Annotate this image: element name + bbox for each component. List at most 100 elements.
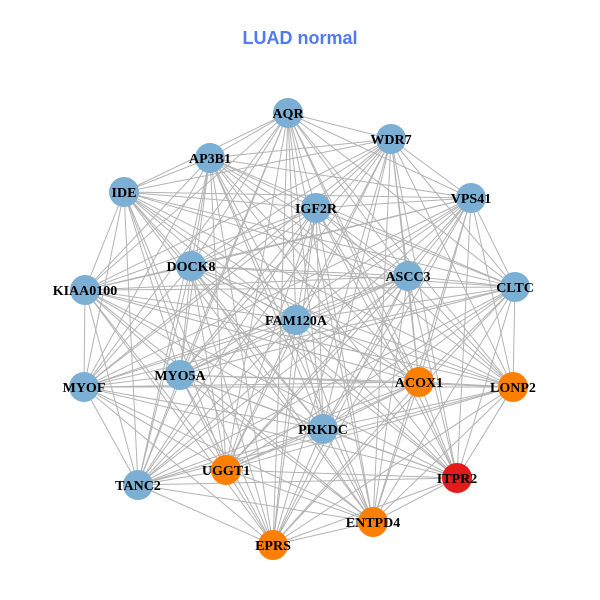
edge-MYOF-PRKDC bbox=[83, 386, 324, 430]
node-AQR[interactable]: AQR bbox=[272, 98, 304, 128]
node-label: WDR7 bbox=[370, 133, 411, 148]
edge-ASCC3-MYOF bbox=[83, 275, 409, 388]
edge-AP3B1-UGGT1 bbox=[209, 157, 227, 471]
edge-IGF2R-LONP2 bbox=[315, 207, 514, 388]
node-circle[interactable] bbox=[498, 372, 528, 402]
edge-AQR-EPRS bbox=[272, 112, 289, 546]
node-label: PRKDC bbox=[298, 423, 348, 438]
edge-IDE-ASCC3 bbox=[123, 191, 409, 277]
node-ASCC3[interactable]: ASCC3 bbox=[385, 261, 431, 291]
edges-layer bbox=[83, 112, 516, 546]
node-IDE[interactable]: IDE bbox=[109, 177, 139, 207]
node-circle[interactable] bbox=[281, 305, 311, 335]
edge-WDR7-VPS41 bbox=[390, 138, 472, 199]
edge-AQR-MYOF bbox=[83, 112, 289, 388]
node-circle[interactable] bbox=[456, 183, 486, 213]
edge-AP3B1-IDE bbox=[123, 157, 211, 193]
edge-IDE-KIAA0100 bbox=[84, 191, 125, 291]
edge-ACOX1-TANC2 bbox=[137, 381, 420, 486]
edge-ACOX1-LONP2 bbox=[418, 381, 514, 388]
node-DOCK8[interactable]: DOCK8 bbox=[167, 251, 216, 281]
node-ACOX1[interactable]: ACOX1 bbox=[395, 367, 443, 397]
node-MYOF[interactable]: MYOF bbox=[63, 372, 106, 402]
node-circle[interactable] bbox=[393, 261, 423, 291]
edge-CLTC-LONP2 bbox=[512, 286, 516, 388]
edge-WDR7-TANC2 bbox=[137, 138, 392, 486]
edge-LONP2-EPRS bbox=[272, 386, 514, 546]
node-WDR7[interactable]: WDR7 bbox=[370, 124, 412, 154]
edge-DOCK8-ITPR2 bbox=[190, 265, 458, 479]
edge-DOCK8-MYO5A bbox=[179, 265, 192, 376]
node-circle[interactable] bbox=[176, 251, 206, 281]
node-circle[interactable] bbox=[109, 177, 139, 207]
edge-WDR7-UGGT1 bbox=[225, 138, 392, 471]
node-circle[interactable] bbox=[358, 507, 388, 537]
edge-ASCC3-TANC2 bbox=[137, 275, 409, 486]
node-PRKDC[interactable]: PRKDC bbox=[298, 414, 348, 444]
node-circle[interactable] bbox=[404, 367, 434, 397]
node-EPRS[interactable]: EPRS bbox=[255, 530, 291, 560]
node-circle[interactable] bbox=[500, 272, 530, 302]
node-UGGT1[interactable]: UGGT1 bbox=[202, 455, 250, 485]
edge-IGF2R-CLTC bbox=[315, 207, 516, 288]
edge-IGF2R-MYO5A bbox=[179, 207, 317, 376]
edge-FAM120A-UGGT1 bbox=[225, 319, 297, 471]
edge-KIAA0100-LONP2 bbox=[84, 289, 514, 388]
edge-IGF2R-UGGT1 bbox=[225, 207, 317, 471]
node-IGF2R[interactable]: IGF2R bbox=[295, 193, 338, 223]
node-circle[interactable] bbox=[301, 193, 331, 223]
edge-AP3B1-IGF2R bbox=[209, 157, 317, 209]
node-label: CLTC bbox=[496, 281, 534, 296]
node-circle[interactable] bbox=[70, 275, 100, 305]
edge-IGF2R-ENTPD4 bbox=[315, 207, 374, 523]
node-FAM120A[interactable]: FAM120A bbox=[265, 305, 328, 335]
edge-ASCC3-ACOX1 bbox=[407, 275, 420, 383]
edge-WDR7-PRKDC bbox=[322, 138, 392, 430]
node-circle[interactable] bbox=[123, 470, 153, 500]
node-TANC2[interactable]: TANC2 bbox=[115, 470, 161, 500]
node-label: EPRS bbox=[255, 539, 291, 554]
edge-FAM120A-EPRS bbox=[272, 319, 297, 546]
node-circle[interactable] bbox=[69, 372, 99, 402]
edge-AP3B1-VPS41 bbox=[209, 157, 472, 199]
edge-FAM120A-ITPR2 bbox=[295, 319, 458, 479]
node-circle[interactable] bbox=[258, 530, 288, 560]
node-circle[interactable] bbox=[273, 98, 303, 128]
edge-CLTC-UGGT1 bbox=[225, 286, 516, 471]
edge-AQR-AP3B1 bbox=[209, 112, 289, 159]
node-circle[interactable] bbox=[165, 360, 195, 390]
edge-WDR7-MYOF bbox=[83, 138, 392, 388]
edge-DOCK8-EPRS bbox=[190, 265, 274, 546]
node-CLTC[interactable]: CLTC bbox=[496, 272, 534, 302]
edge-VPS41-ASCC3 bbox=[407, 197, 472, 277]
node-circle[interactable] bbox=[376, 124, 406, 154]
node-circle[interactable] bbox=[195, 143, 225, 173]
node-ITPR2[interactable]: ITPR2 bbox=[437, 463, 477, 493]
edge-IDE-TANC2 bbox=[123, 191, 139, 486]
node-label: IDE bbox=[112, 186, 137, 201]
edge-IGF2R-ASCC3 bbox=[315, 207, 409, 277]
edge-LONP2-ENTPD4 bbox=[372, 386, 514, 523]
edge-CLTC-ACOX1 bbox=[418, 286, 516, 383]
node-VPS41[interactable]: VPS41 bbox=[451, 183, 491, 213]
edge-FAM120A-MYOF bbox=[83, 319, 297, 388]
edge-ASCC3-PRKDC bbox=[322, 275, 409, 430]
edge-AP3B1-CLTC bbox=[209, 157, 516, 288]
edge-VPS41-FAM120A bbox=[295, 197, 472, 321]
node-MYO5A[interactable]: MYO5A bbox=[154, 360, 207, 390]
edge-VPS41-MYOF bbox=[83, 197, 472, 388]
node-circle[interactable] bbox=[308, 414, 338, 444]
node-label: DOCK8 bbox=[167, 260, 216, 275]
node-circle[interactable] bbox=[211, 455, 241, 485]
node-circle[interactable] bbox=[442, 463, 472, 493]
edge-VPS41-MYO5A bbox=[179, 197, 472, 376]
node-KIAA0100[interactable]: KIAA0100 bbox=[53, 275, 118, 305]
edge-CLTC-ENTPD4 bbox=[372, 286, 516, 523]
node-label: FAM120A bbox=[265, 314, 328, 329]
node-ENTPD4[interactable]: ENTPD4 bbox=[346, 507, 400, 537]
edge-IDE-IGF2R bbox=[123, 191, 317, 209]
edge-WDR7-EPRS bbox=[272, 138, 392, 546]
node-AP3B1[interactable]: AP3B1 bbox=[189, 143, 231, 173]
node-LONP2[interactable]: LONP2 bbox=[490, 372, 536, 402]
edge-MYOF-ENTPD4 bbox=[83, 386, 374, 523]
